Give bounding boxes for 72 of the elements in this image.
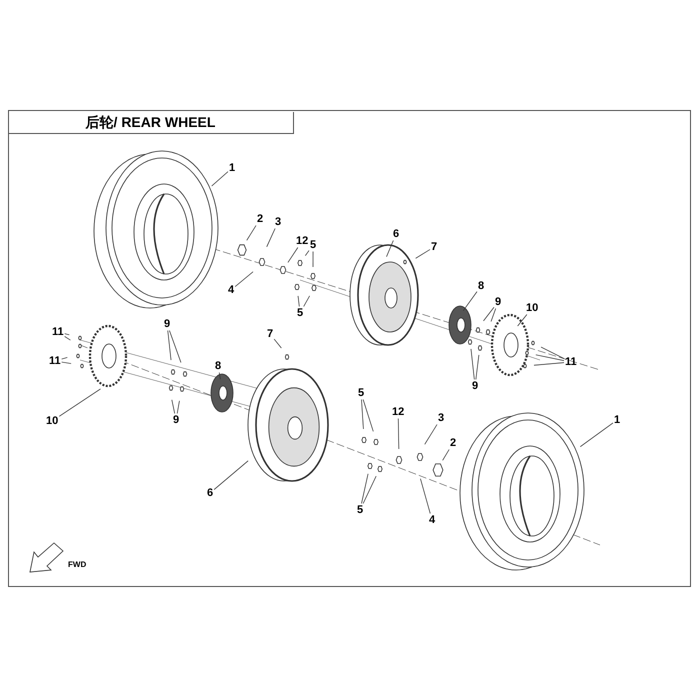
leader-line [58, 388, 101, 417]
callout-number: 5 [358, 388, 364, 398]
leader-line [304, 250, 310, 256]
callout-number: 9 [472, 380, 478, 392]
callout-number: 11 [565, 356, 577, 368]
leader-line [386, 240, 394, 258]
leader-line [211, 171, 228, 186]
title-text: 后轮/ REAR WHEEL [8, 112, 294, 134]
leader-line [246, 225, 256, 241]
callout-number: 8 [215, 360, 222, 372]
callout-number: 9 [495, 296, 502, 308]
leader-line [234, 271, 254, 287]
leader-line [167, 330, 172, 360]
leader-line [298, 296, 300, 307]
callout-number: 10 [526, 302, 538, 314]
callout-number: 6 [207, 488, 214, 498]
callout-number: 5 [310, 240, 316, 250]
leader-line [61, 357, 68, 360]
callout-number: 4 [429, 514, 436, 526]
leader-line [362, 476, 376, 504]
leader-line [517, 314, 528, 326]
leader-line [398, 418, 400, 450]
leader-line [420, 478, 431, 514]
leader-line [361, 473, 368, 504]
callout-number: 9 [173, 414, 180, 426]
leader-line [176, 400, 180, 414]
callout-number: 12 [296, 236, 308, 246]
leader-line [462, 291, 478, 312]
callout-number: 7 [431, 242, 438, 252]
leader-line [490, 308, 496, 322]
leader-line [476, 354, 480, 380]
leader-line [362, 399, 374, 432]
leader-line [424, 424, 438, 445]
leader-line [61, 362, 72, 364]
leader-line [534, 362, 564, 366]
leader-line [218, 372, 221, 380]
leader-line [274, 338, 282, 348]
leader-line [540, 346, 564, 359]
callout-number: 2 [257, 214, 264, 224]
callout-number: 12 [392, 406, 404, 418]
callout-number: 5 [297, 308, 304, 318]
leader-line [312, 251, 314, 268]
callout-number: 11 [49, 356, 61, 366]
leader-line [214, 460, 248, 490]
leader-line [415, 249, 430, 259]
leader-line [64, 333, 70, 336]
callout-number: 4 [228, 284, 234, 296]
callout-number: 1 [229, 162, 236, 174]
direction-label: FWD [68, 560, 86, 569]
callout-number: 6 [393, 228, 400, 240]
leader-line [442, 449, 450, 461]
callout-number: 9 [164, 318, 170, 330]
leader-line [169, 330, 182, 363]
callout-number: 7 [267, 328, 274, 340]
callout-number: 11 [52, 326, 64, 338]
leader-line [483, 306, 494, 322]
leader-line [288, 247, 298, 263]
leader-line [580, 422, 614, 448]
callout-number: 5 [357, 504, 364, 516]
callout-number: 8 [478, 280, 484, 292]
callout-number: 1 [614, 414, 620, 426]
leader-line [361, 399, 364, 430]
callout-number: 3 [275, 216, 282, 228]
leader-line [535, 354, 564, 361]
leader-line [303, 296, 310, 307]
leader-line [266, 228, 276, 248]
leader-line [172, 399, 176, 414]
leader-line [64, 336, 71, 340]
leader-line [470, 348, 475, 380]
callout-number: 2 [450, 438, 456, 448]
callout-number: 10 [46, 416, 58, 426]
callout-number: 3 [438, 412, 444, 424]
